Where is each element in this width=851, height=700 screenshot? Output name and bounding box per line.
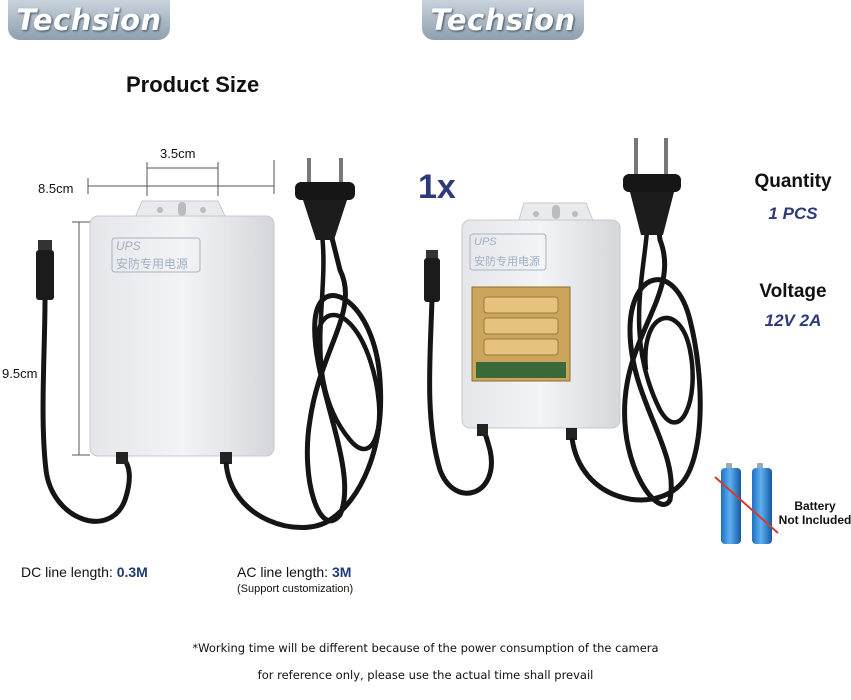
dc-line-value: 0.3M — [116, 564, 148, 580]
footnote-line2: for reference only, please use the actua… — [257, 668, 594, 682]
brand-logo-left: Techsion — [8, 0, 170, 40]
ac-line-length: AC line length: 3M — [237, 564, 351, 580]
voltage-value: 12V 2A — [764, 311, 822, 330]
battery-icon — [714, 463, 779, 544]
box-label-ups-right: UPS — [474, 236, 497, 248]
product-size-title: Product Size — [126, 72, 260, 97]
brand-logo-right: Techsion — [422, 0, 584, 40]
ac-line-note: (Support customization) — [237, 583, 354, 595]
voltage-title: Voltage — [759, 281, 827, 302]
battery-note-line1: Battery — [794, 499, 836, 513]
quantity-title: Quantity — [754, 171, 832, 192]
dc-line-label: DC line length: — [21, 564, 117, 580]
box-label-ups: UPS — [116, 239, 141, 253]
quantity-badge: 1x — [418, 168, 456, 206]
height-dimension-label: 9.5cm — [2, 366, 38, 381]
depth-dimension-label: 8.5cm — [38, 181, 74, 196]
battery-not-included-note: Battery Not Included — [775, 499, 851, 527]
battery-note-line2: Not Included — [778, 513, 851, 527]
dc-line-length: DC line length: 0.3M — [21, 564, 148, 580]
quantity-value: 1 PCS — [768, 204, 818, 223]
ac-line-value: 3M — [331, 564, 352, 580]
width-dimension-label: 3.5cm — [160, 146, 196, 161]
box-label-chinese-right: 安防专用电源 — [474, 256, 540, 268]
dimension-lines — [72, 160, 275, 456]
ac-line-label: AC line length: — [237, 564, 332, 580]
box-label-chinese: 安防专用电源 — [116, 257, 189, 271]
footnote-line1: *Working time will be different because … — [192, 641, 659, 655]
